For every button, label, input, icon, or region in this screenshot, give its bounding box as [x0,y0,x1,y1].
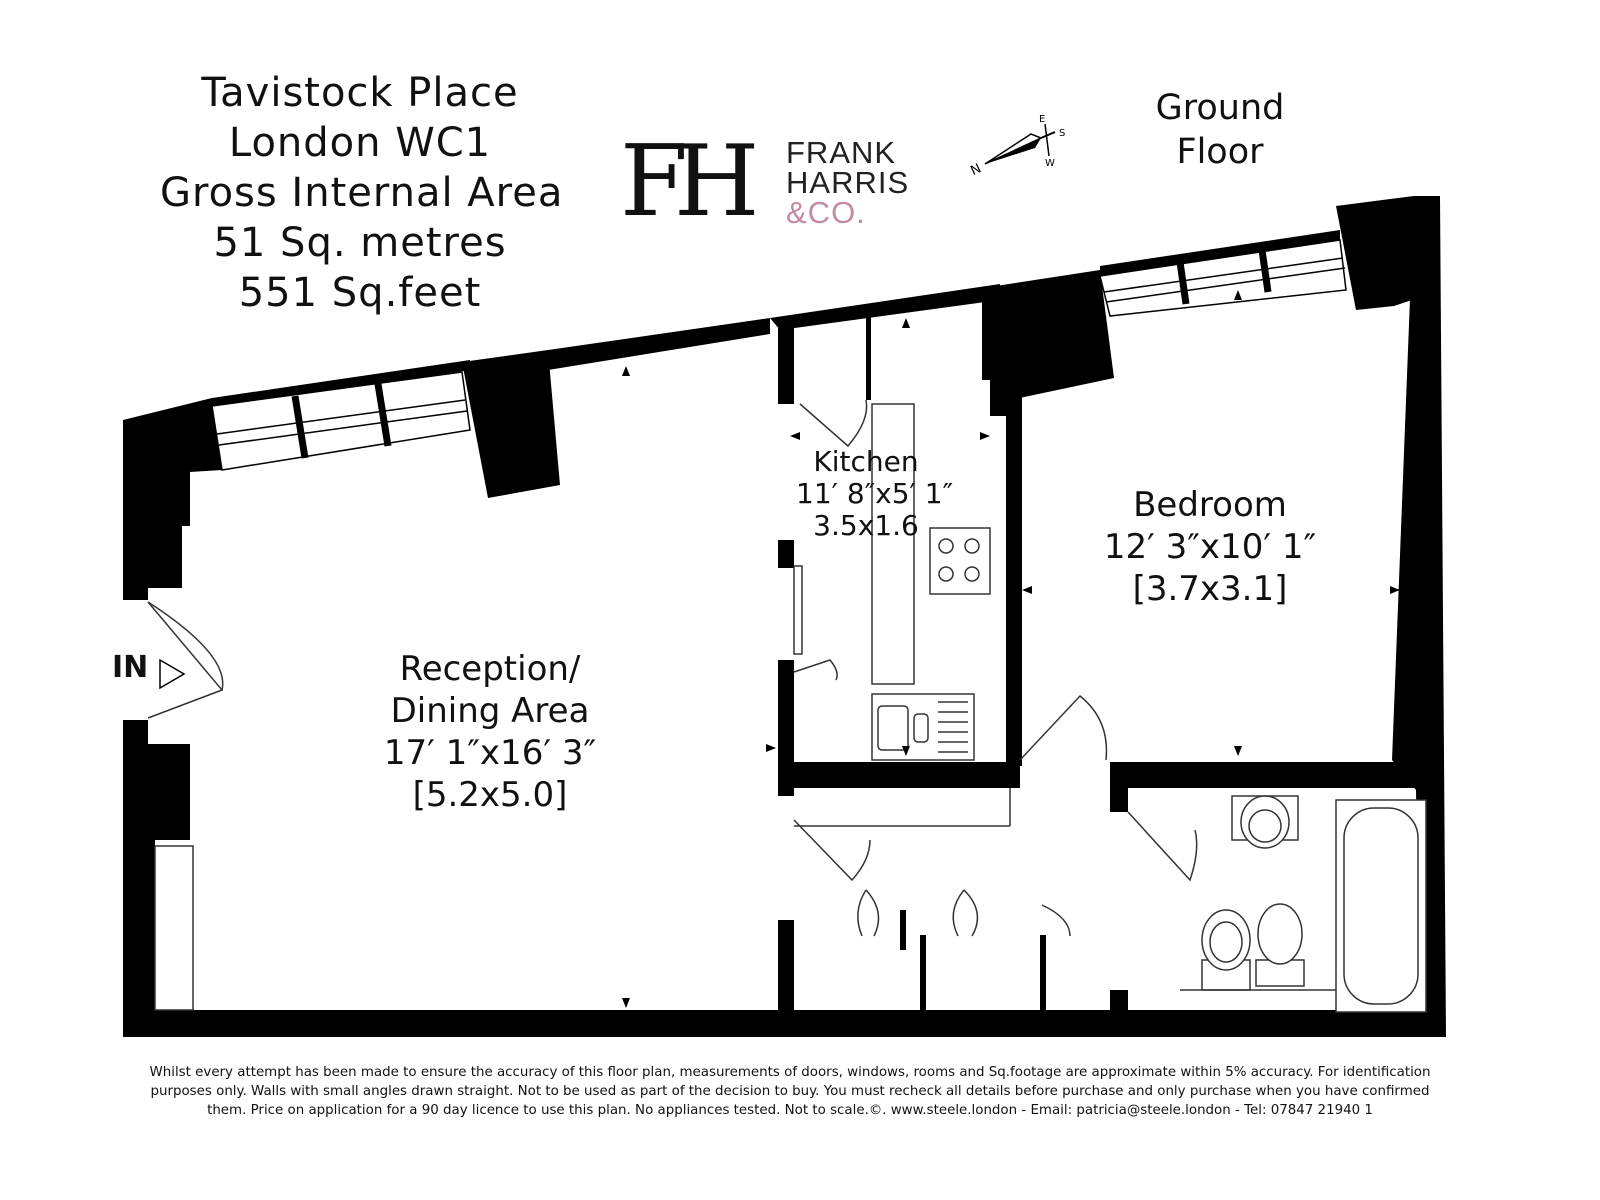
kitchen-name: Kitchen [813,445,919,478]
compass-s: S [1059,128,1065,139]
exterior-walls [123,196,1446,1037]
disclaimer-line-1: Whilst every attempt has been made to en… [149,1065,1431,1080]
kitchen-size-imperial: 11′ 8″x5′ 1″ [796,477,954,510]
floor-label-line-2: Floor [1176,132,1264,172]
bedroom-size-metric: [3.7x3.1] [1132,569,1288,609]
reception-cupboard [154,845,194,1011]
disclaimer-line-3: them. Price on application for a 90 day … [207,1103,1373,1118]
kitchen-label: Kitchen 11′ 8″x5′ 1″ 3.5x1.6 [796,445,954,542]
windows [211,239,1347,471]
disclaimer: Whilst every attempt has been made to en… [100,1063,1480,1120]
doors [147,399,1198,937]
bedroom-name: Bedroom [1133,485,1287,525]
interior-walls [778,312,1418,1015]
reception-name-line-1: Reception/ [399,649,581,689]
logo-monogram: FH [620,125,760,239]
reception-name-line-2: Dining Area [390,691,590,731]
logo-line-1: FRANK [786,135,897,170]
reception-size-metric: [5.2x5.0] [412,775,568,815]
compass-icon: N E S W [968,114,1065,179]
area-label: Gross Internal Area [160,170,564,216]
entrance-label: IN [112,650,149,685]
reception-size-imperial: 17′ 1″x16′ 3″ [383,733,597,773]
bedroom-label: Bedroom 12′ 3″x10′ 1″ [3.7x3.1] [1100,484,1320,610]
worktop [871,403,915,685]
entrance-arrow-icon [159,658,186,690]
compass-w: W [1045,158,1055,169]
logo-line-3: &CO. [786,195,866,230]
hob-icon [929,527,991,595]
floor-label: Ground Floor [1120,86,1320,174]
reception-label: Reception/ Dining Area 17′ 1″x16′ 3″ [5.… [370,648,610,816]
agency-logo: FH FRANK HARRIS &CO. [620,132,930,232]
disclaimer-line-2: purposes only. Walls with small angles d… [150,1084,1430,1099]
area-sq-feet: 551 Sq.feet [238,270,482,316]
compass-e: E [1039,114,1045,125]
logo-wordmark: FRANK HARRIS &CO. [786,135,910,230]
city-postcode: London WC1 [228,120,492,166]
property-details: Tavistock Place London WC1 Gross Interna… [160,68,564,318]
floor-label-line-1: Ground [1155,88,1285,128]
logo-line-2: HARRIS [786,165,910,200]
dimension-arrows [150,290,1400,1008]
bathroom-fittings [1180,795,1427,1013]
kitchen-size-metric: 3.5x1.6 [813,509,919,542]
kitchen-fittings [871,403,991,761]
bedroom-size-imperial: 12′ 3″x10′ 1″ [1103,527,1317,567]
area-sq-metres: 51 Sq. metres [213,220,507,266]
street-address: Tavistock Place [201,70,519,116]
